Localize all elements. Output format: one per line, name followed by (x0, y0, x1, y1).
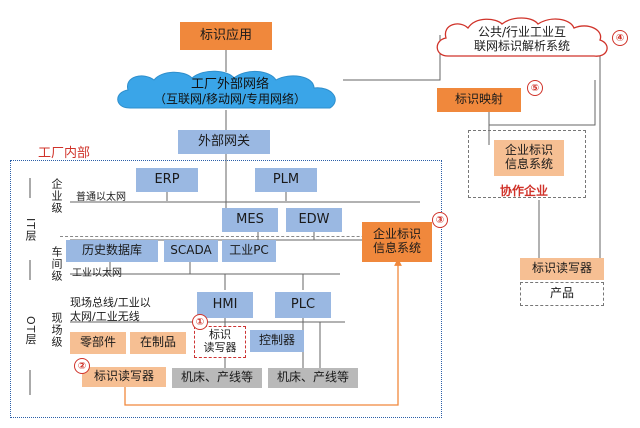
enterprise-id-system-line1: 企业标识 (372, 227, 421, 242)
ethernet-top-label: 普通以太网 (76, 192, 126, 203)
id-application-node: 标识应用 (180, 22, 272, 50)
erp-node: ERP (136, 168, 198, 192)
it-ot-divider (60, 236, 430, 237)
workshop-level-label: 车间级 (50, 246, 63, 282)
enterprise-id-system-line2: 信息系统 (372, 241, 421, 255)
public-resolution-line1: 公共/行业工业互 (477, 25, 567, 40)
partner-id-system-line2: 信息系统 (504, 157, 553, 171)
industrial-pc-node: 工业PC (222, 240, 276, 262)
field-level-label: 现场级 (50, 312, 63, 348)
factory-inner-boundary (10, 160, 442, 418)
machine-line-2-node: 机床、产线等 (268, 368, 358, 388)
external-network-line2: （互联网/移动网/专用网络） (153, 91, 307, 106)
id-reader-writer-line1: 标识 (209, 328, 231, 342)
partner-id-system-node: 企业标识 信息系统 (494, 140, 564, 176)
enterprise-level-label: 企业级 (50, 178, 63, 214)
id-reader-writer-line2: 读写器 (203, 341, 237, 354)
partner-id-system-line1: 企业标识 (504, 143, 553, 158)
id-reader-writer-node: 标识 读写器 (194, 326, 246, 358)
external-network-label: 工厂外部网络 （互联网/移动网/专用网络） (110, 72, 350, 112)
partner-enterprise-label: 协作企业 (500, 184, 549, 198)
field-bus-label: 现场总线/工业以 太网/工业无线 (70, 296, 151, 325)
mes-node: MES (222, 208, 278, 232)
marker-1: ① (192, 314, 208, 330)
public-resolution-cloud (436, 17, 608, 57)
machine-line-1-node: 机床、产线等 (172, 368, 262, 388)
marker-5: ⑤ (527, 80, 543, 96)
external-network-cloud (117, 70, 336, 109)
external-gateway-node: 外部网关 (178, 130, 270, 154)
external-network-line1: 工厂外部网络 (190, 76, 269, 92)
plm-node: PLM (255, 168, 317, 192)
ethernet-mid-label: 工业以太网 (72, 268, 122, 279)
parts-node: 零部件 (70, 332, 126, 354)
hmi-node: HMI (197, 292, 253, 318)
field-bus-line2: 太网/工业无线 (70, 310, 140, 324)
scada-node: SCADA (164, 240, 218, 262)
factory-inner-label: 工厂内部 (38, 146, 91, 161)
public-resolution-label: 公共/行业工业互 联网标识解析系统 (442, 20, 602, 60)
controller-node: 控制器 (250, 330, 304, 352)
partner-enterprise-group (468, 130, 586, 198)
wip-node: 在制品 (130, 332, 186, 354)
history-db-node: 历史数据库 (66, 240, 158, 262)
public-resolution-line2: 联网标识解析系统 (473, 39, 570, 53)
field-bus-line1: 现场总线/工业以 (70, 296, 151, 309)
id-reader-right-node: 标识读写器 (520, 258, 604, 280)
marker-3: ③ (432, 212, 448, 228)
product-node: 产品 (520, 282, 604, 306)
it-layer-label: IT层 (24, 218, 37, 242)
id-reader-left-node: 标识读写器 (82, 367, 166, 387)
marker-2: ② (74, 358, 90, 374)
plc-node: PLC (275, 292, 331, 318)
enterprise-id-system-node: 企业标识 信息系统 (362, 222, 432, 262)
ot-layer-label: OT层 (24, 316, 37, 346)
marker-4: ④ (612, 30, 628, 46)
id-mapping-node: 标识映射 (437, 88, 521, 112)
edw-node: EDW (286, 208, 342, 232)
